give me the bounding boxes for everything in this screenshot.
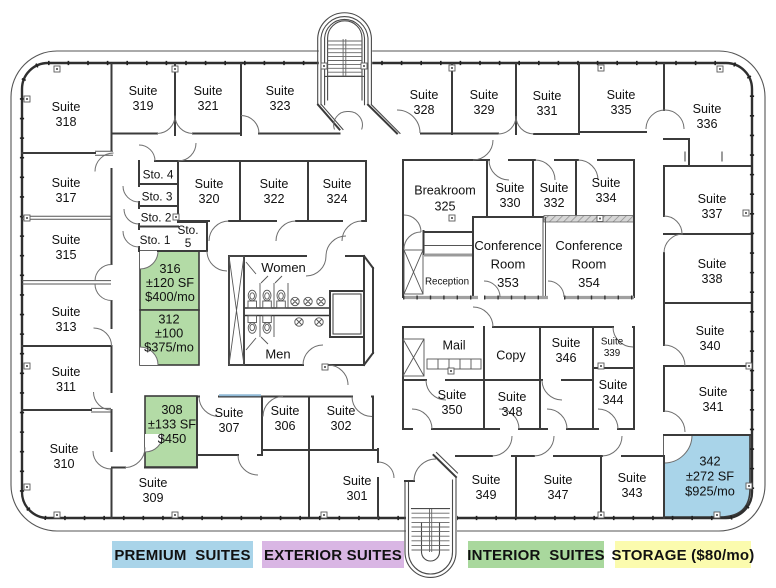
room-label-men: Men bbox=[265, 347, 290, 362]
door-arcs bbox=[92, 109, 686, 479]
legend-swatch-storage bbox=[615, 541, 751, 568]
room-label-sto4: Sto. 4 bbox=[143, 168, 174, 182]
room-label-316: 316±120 SF$400/mo bbox=[145, 261, 195, 304]
room-label-342: 342±272 SF$925/mo bbox=[685, 453, 735, 498]
room-label-reception: Reception bbox=[425, 276, 469, 287]
interior-walls bbox=[21, 63, 751, 519]
room-label-312: 312±100$375/mo bbox=[144, 312, 194, 355]
legend-swatch-premium bbox=[112, 541, 253, 568]
room-label-mail: Mail bbox=[442, 338, 465, 352]
legend: PREMIUM SUITES EXTERIOR SUITES INTERIOR … bbox=[112, 541, 754, 568]
shaft-icon bbox=[228, 249, 425, 377]
reception-counter bbox=[424, 245, 472, 257]
highlighted-rooms bbox=[139, 250, 751, 518]
stairwell-top bbox=[316, 12, 401, 135]
toilet-icons bbox=[245, 261, 289, 351]
stairwell-bottom bbox=[404, 451, 459, 579]
restroom-fixtures bbox=[228, 245, 482, 377]
room-label-copy: Copy bbox=[496, 348, 526, 362]
legend-swatch-exterior bbox=[262, 541, 404, 568]
sink-icons bbox=[290, 296, 326, 327]
exterior-wall bbox=[10, 50, 766, 532]
legend-label-storage: STORAGE ($80/mo) bbox=[612, 547, 755, 564]
room-label-sto2: Sto. 2 bbox=[141, 211, 172, 225]
room-label-308: 308±133 SF$450 bbox=[148, 402, 196, 446]
legend-label-interior: INTERIOR SUITES bbox=[467, 547, 604, 564]
legend-swatch-interior bbox=[468, 541, 604, 568]
room-label-sto1: Sto. 1 bbox=[140, 233, 171, 247]
room-label-sto3: Sto. 3 bbox=[142, 190, 173, 204]
legend-label-premium: PREMIUM SUITES bbox=[114, 547, 250, 564]
room-label-sto5: Sto.5 bbox=[178, 223, 199, 250]
room-label-women: Women bbox=[261, 260, 306, 275]
legend-label-exterior: EXTERIOR SUITES bbox=[264, 547, 402, 564]
